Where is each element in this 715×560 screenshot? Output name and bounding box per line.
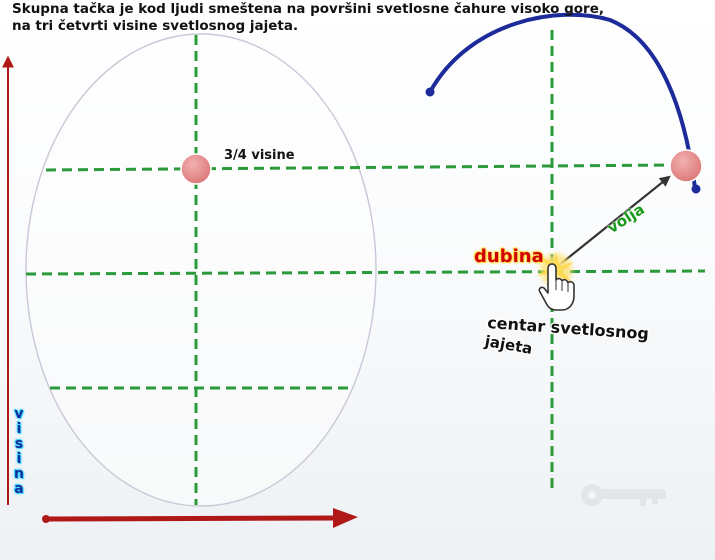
height-letter: n — [14, 466, 24, 482]
caption-line-2: na tri četvrti visine svetlosnog jajeta. — [12, 18, 299, 34]
key-watermark-icon — [581, 484, 666, 506]
height-axis-label: v i s i n a — [9, 407, 29, 497]
height-letter: s — [14, 436, 24, 452]
depth-label: dubina — [474, 246, 544, 267]
height-letter: i — [16, 421, 22, 437]
diagram-caption: Skupna tačka je kod ljudi smeštena na po… — [12, 1, 712, 35]
three-quarter-line — [45, 163, 676, 172]
luminous-egg-outline — [25, 33, 377, 507]
right-assemblage-point — [669, 149, 703, 183]
assemblage-arc — [425, 12, 701, 194]
horizontal-axis-arrow — [42, 508, 358, 528]
assemblage-point — [180, 153, 212, 185]
height-letter: v — [14, 406, 24, 422]
three-quarter-height-label: 3/4 visine — [224, 148, 295, 163]
caption-line-1: Skupna tačka je kod ljudi smeštena na po… — [12, 1, 604, 17]
will-connector-arrow — [557, 175, 671, 267]
height-letter: a — [14, 481, 24, 497]
height-letter: i — [16, 451, 22, 467]
hand-pointer-icon — [538, 263, 575, 311]
center-line — [25, 269, 706, 276]
